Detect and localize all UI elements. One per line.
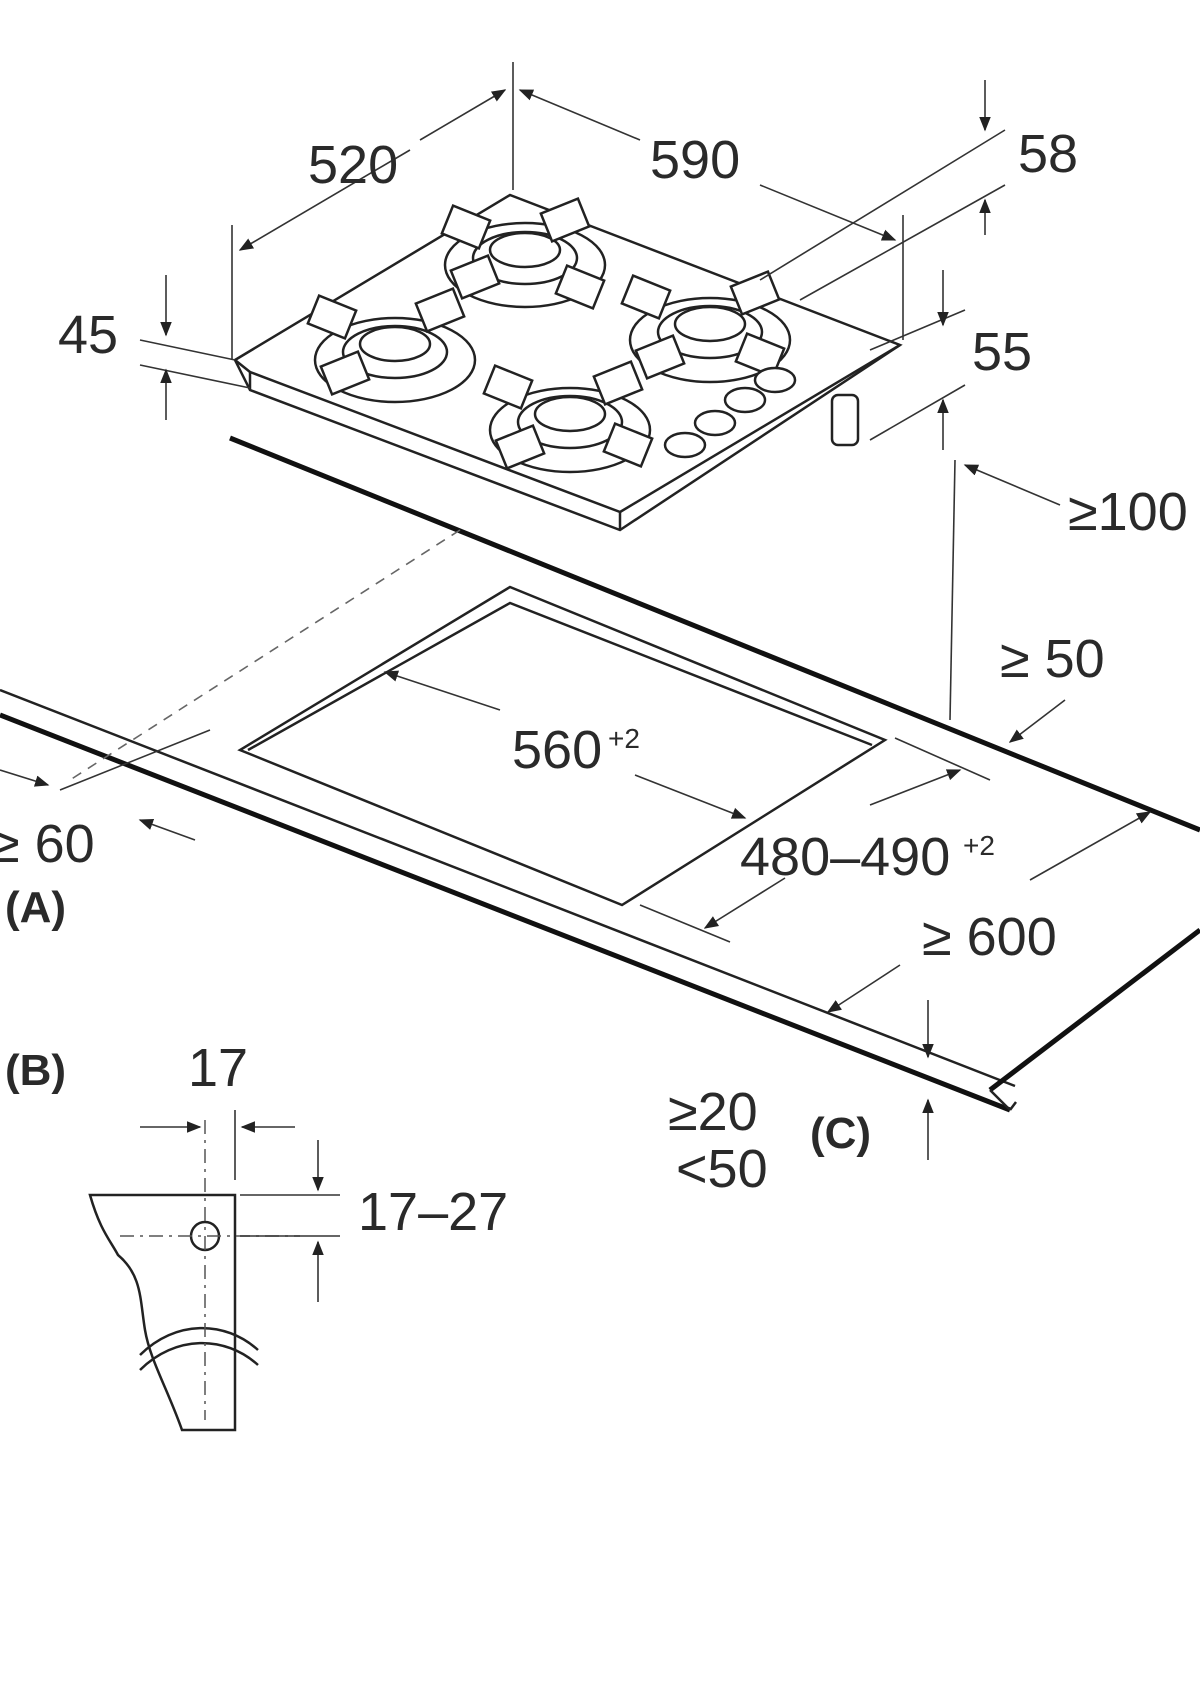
label-b: (B): [5, 1046, 66, 1095]
dim-worktop-thickness-max: <50: [676, 1139, 768, 1199]
cutout-inner: [247, 601, 873, 752]
dim-cutout-depth: 480–490: [740, 827, 950, 887]
cutout-outer: [237, 585, 888, 907]
hob: [233, 193, 903, 532]
dim-bracket-height: 17–27: [358, 1182, 508, 1242]
worktop-dimension-lines: [0, 670, 1152, 1160]
projection-line: [69, 529, 461, 781]
dim-worktop-depth: ≥ 600: [922, 907, 1057, 967]
dim-side-clearance: ≥ 50: [1000, 629, 1105, 689]
worktop: [0, 435, 1200, 1113]
dimension-labels: 520 590 58 45 55 ≥100 ≥ 50 560 +2 480–49…: [0, 124, 1188, 1242]
dim-front-clearance: ≥ 60: [0, 814, 95, 874]
label-c: (C): [810, 1109, 871, 1158]
burner-rear: [440, 196, 607, 311]
hob-dimension-lines: [139, 62, 1061, 721]
hob-foot: [830, 393, 860, 447]
dim-wall-clearance: ≥100: [1068, 482, 1188, 542]
worktop-front-edge: [0, 712, 1011, 1113]
burner-right: [620, 269, 792, 384]
dim-hob-thickness: 45: [58, 305, 118, 365]
dim-hob-depth: 520: [308, 135, 398, 195]
dim-hob-rear-clearance: 58: [1018, 124, 1078, 184]
dim-cutout-width: 560: [512, 720, 602, 780]
bracket-detail: [88, 1110, 340, 1432]
dim-cutout-depth-tolerance: +2: [963, 830, 995, 861]
dim-hob-width: 590: [650, 130, 740, 190]
worktop-top-front-edge: [0, 688, 1016, 1088]
burner-front: [482, 359, 654, 474]
worktop-back-edge: [229, 435, 1200, 833]
cutout: [237, 585, 888, 907]
callout-labels: (A) (B) (C): [5, 883, 871, 1158]
bracket-body: [88, 1193, 237, 1432]
dim-cutout-width-tolerance: +2: [608, 723, 640, 754]
burner-left: [306, 286, 477, 404]
control-knobs: [663, 366, 797, 459]
dim-bracket-width: 17: [188, 1038, 248, 1098]
dim-hob-below-height: 55: [972, 322, 1032, 382]
dim-worktop-thickness-min: ≥20: [668, 1082, 758, 1142]
label-a: (A): [5, 883, 66, 932]
worktop-right-edge: [988, 928, 1200, 1092]
